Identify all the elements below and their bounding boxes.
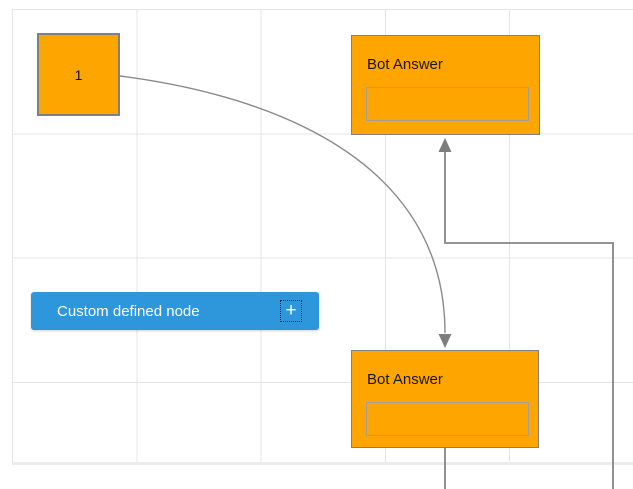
plus-icon: + xyxy=(285,299,297,321)
node-bot-answer-top[interactable]: Bot Answer xyxy=(351,35,540,135)
node-bot-answer-bottom[interactable]: Bot Answer xyxy=(351,350,539,448)
node-number-label: 1 xyxy=(74,66,83,83)
connector-curve[interactable] xyxy=(119,75,446,334)
node-custom-defined[interactable]: Custom defined node + xyxy=(31,292,319,330)
connector-elbow[interactable] xyxy=(444,152,614,489)
arrowhead-down-icon xyxy=(438,334,452,348)
add-port-button[interactable]: + xyxy=(280,300,302,322)
bot-answer-input[interactable] xyxy=(366,87,529,121)
bot-answer-title: Bot Answer xyxy=(367,371,443,388)
node-number[interactable]: 1 xyxy=(37,33,120,116)
grid-bottom-edge xyxy=(12,462,633,465)
bot-answer-title: Bot Answer xyxy=(367,56,443,73)
custom-node-label: Custom defined node xyxy=(57,302,200,320)
arrowhead-up-icon xyxy=(438,138,452,152)
bot-answer-input[interactable] xyxy=(366,402,529,436)
